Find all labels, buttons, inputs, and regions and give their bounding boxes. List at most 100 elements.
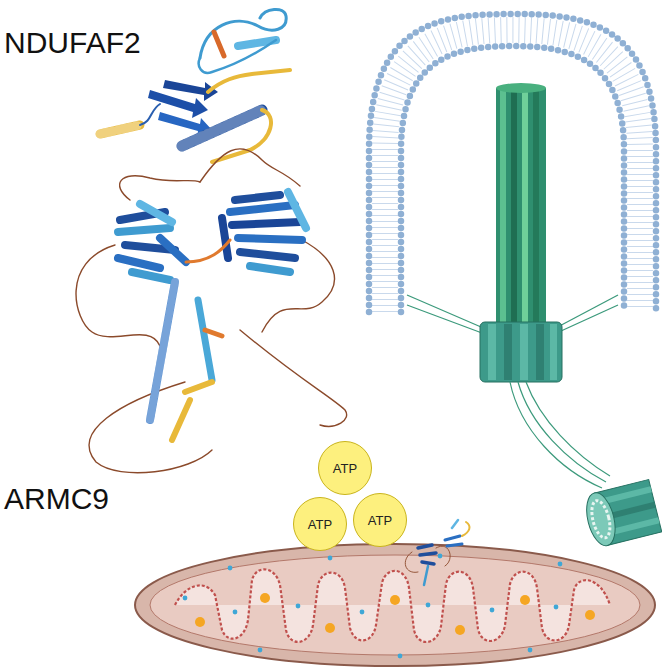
helix-cluster (222, 192, 306, 272)
ion (490, 608, 495, 613)
armc9-structure (76, 149, 347, 473)
helix (240, 252, 295, 258)
strand (205, 330, 222, 336)
triplet-ring (589, 499, 614, 540)
mini-loop (405, 546, 450, 572)
ion (398, 654, 403, 659)
atp-label: ATP (368, 513, 392, 528)
ion (438, 554, 443, 559)
helix (238, 238, 302, 240)
granule (455, 625, 465, 635)
linker (518, 382, 606, 482)
disordered-loop (240, 330, 347, 426)
mini-helix (424, 566, 428, 585)
doublet (533, 88, 539, 328)
loop (199, 40, 276, 73)
small-protein-icons (405, 520, 469, 585)
linker (526, 382, 610, 476)
ion (528, 648, 533, 653)
ion (228, 566, 233, 571)
granule (390, 595, 400, 605)
triplet (520, 324, 528, 380)
basal-body (480, 322, 562, 382)
coil (212, 110, 271, 162)
helix (230, 205, 295, 212)
granule (195, 617, 205, 627)
centriole-end (582, 490, 620, 549)
matrix-ions (183, 554, 563, 659)
helix-banding (182, 110, 262, 146)
helix (118, 228, 170, 232)
helix (150, 282, 175, 420)
protein-name: ARMC9 (4, 484, 109, 514)
helix (235, 195, 280, 200)
mini-sheet (445, 536, 462, 546)
helix (118, 258, 160, 268)
helix (288, 192, 306, 228)
centriole-linker (510, 382, 610, 488)
helix (100, 125, 140, 134)
outer-membrane (135, 544, 655, 666)
atp-molecule: ATP (293, 497, 347, 551)
helix (182, 110, 262, 146)
disordered-loop (200, 149, 300, 186)
helix (172, 400, 190, 440)
coil (186, 240, 230, 262)
ion (554, 605, 559, 610)
axoneme-body (496, 88, 546, 328)
cristae (175, 569, 610, 642)
helix-cluster (118, 204, 186, 280)
mini-helix (452, 520, 458, 528)
helix (232, 222, 300, 225)
daughter-centriole (582, 480, 662, 549)
doublet (511, 88, 517, 328)
granule (260, 593, 270, 603)
granule (325, 623, 335, 633)
atp-label: ATP (308, 517, 332, 532)
helix (140, 204, 172, 222)
atp-molecule: ATP (318, 441, 372, 495)
disordered-loop (76, 245, 160, 346)
ion (360, 610, 365, 615)
mitochondrion (135, 544, 655, 666)
disordered-loop (120, 176, 200, 200)
loop (200, 9, 286, 58)
loop (140, 104, 160, 125)
doublet (522, 88, 528, 328)
triplet (536, 324, 544, 380)
inner-space (150, 555, 640, 655)
axoneme-tip (496, 83, 546, 93)
helix (132, 272, 170, 280)
beta-strand (148, 90, 208, 118)
ion (426, 603, 431, 608)
helix (160, 238, 186, 262)
triplet (488, 324, 496, 380)
helix-banding (100, 125, 140, 134)
granule (585, 610, 595, 620)
helix-banding (150, 282, 175, 420)
doublet (500, 88, 506, 328)
atp-molecule: ATP (353, 493, 407, 547)
atp-label: ATP (333, 461, 357, 476)
helix (198, 300, 212, 380)
basal-body-cylinder (480, 322, 562, 382)
ion (183, 596, 188, 601)
strand (214, 32, 224, 56)
ion (558, 562, 563, 567)
ion (258, 648, 263, 653)
helix (250, 266, 290, 272)
helix (222, 218, 228, 258)
helix (185, 382, 212, 392)
mini-coil (462, 522, 469, 536)
mini-helices (418, 545, 436, 564)
ion (328, 556, 333, 561)
ion (233, 610, 238, 615)
matrix-granules (195, 593, 595, 635)
triplet (550, 324, 557, 380)
granule (520, 595, 530, 605)
protein-name: NDUFAF2 (4, 28, 141, 58)
ion (296, 604, 301, 609)
